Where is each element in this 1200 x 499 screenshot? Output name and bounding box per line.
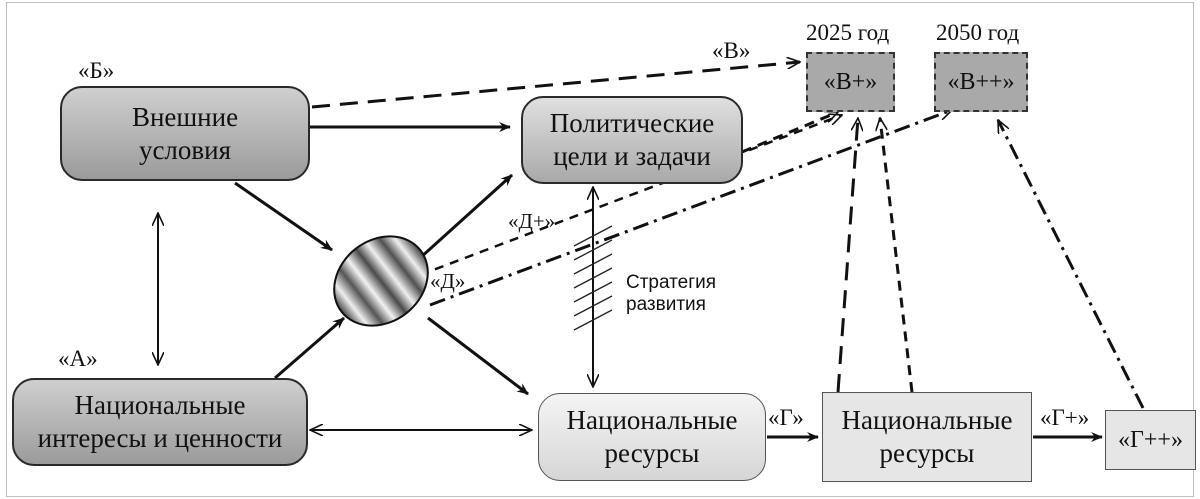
label-g: «Г» (768, 405, 804, 430)
political-goals-box: Политические цели и задачи (521, 96, 743, 184)
g-plus-plus-box: «Г++» (1105, 410, 1196, 470)
national-interests-box: Национальные интересы и ценности (12, 378, 308, 466)
label-year-2050: 2050 год (936, 20, 1020, 45)
label-b: «Б» (78, 58, 115, 83)
v-plus-plus-box: «В++» (934, 52, 1028, 112)
arrow-ellipse-to-political (418, 173, 514, 260)
label-a: «А» (58, 346, 98, 371)
arrow-resources2-to-v-plus-short (880, 118, 914, 393)
national-resources-box: Национальные ресурсы (538, 393, 766, 481)
label-year-2025: 2025 год (806, 20, 890, 45)
striped-ellipse (333, 235, 429, 327)
arrow-interests-to-ellipse (274, 316, 345, 380)
label-d-plus: «Д+» (508, 209, 556, 233)
arrow-resources2-to-v-plus-long (836, 118, 858, 393)
arrow-external-to-v-plus (311, 62, 800, 109)
arrow-ellipse-to-v-plus (419, 115, 842, 277)
v-plus-box: «В+» (806, 52, 895, 112)
arrow-political-to-v-plus (741, 110, 838, 154)
arrow-gpp-to-v-plus-plus (996, 120, 1145, 409)
arrow-ellipse-to-resources (427, 316, 529, 396)
label-g-plus: «Г+» (1040, 405, 1090, 430)
label-strategy: Стратегия развития (626, 272, 717, 315)
arrow-external-to-ellipse (234, 181, 333, 252)
external-conditions-box: Внешние условия (60, 86, 310, 181)
label-d: «Д» (430, 269, 466, 293)
national-resources-target-box: Национальные ресурсы (822, 392, 1032, 482)
strategy-hatching (573, 225, 613, 331)
label-v: «В» (712, 38, 751, 63)
